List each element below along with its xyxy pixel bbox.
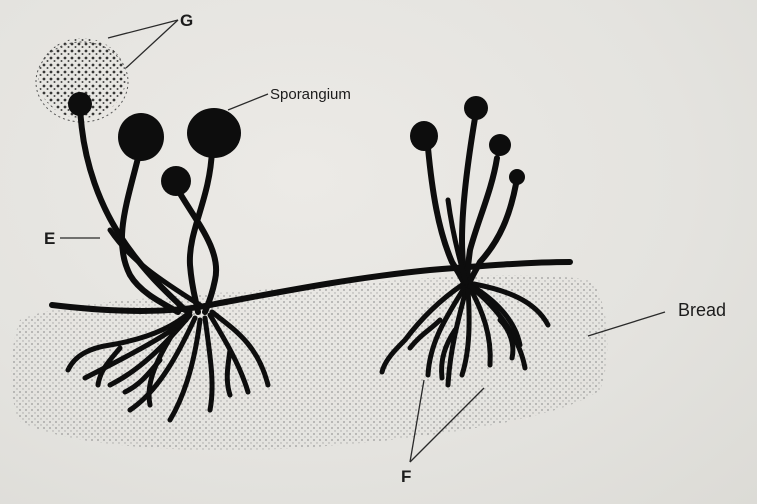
label-bread: Bread: [678, 300, 726, 320]
left-sporangiophores: [68, 92, 241, 312]
label-e: E: [44, 229, 55, 248]
right-sporangiophores: [410, 96, 525, 286]
label-f: F: [401, 467, 411, 486]
label-g: G: [180, 11, 193, 30]
bread-substrate: [11, 275, 607, 450]
label-sporangium: Sporangium: [270, 86, 351, 103]
